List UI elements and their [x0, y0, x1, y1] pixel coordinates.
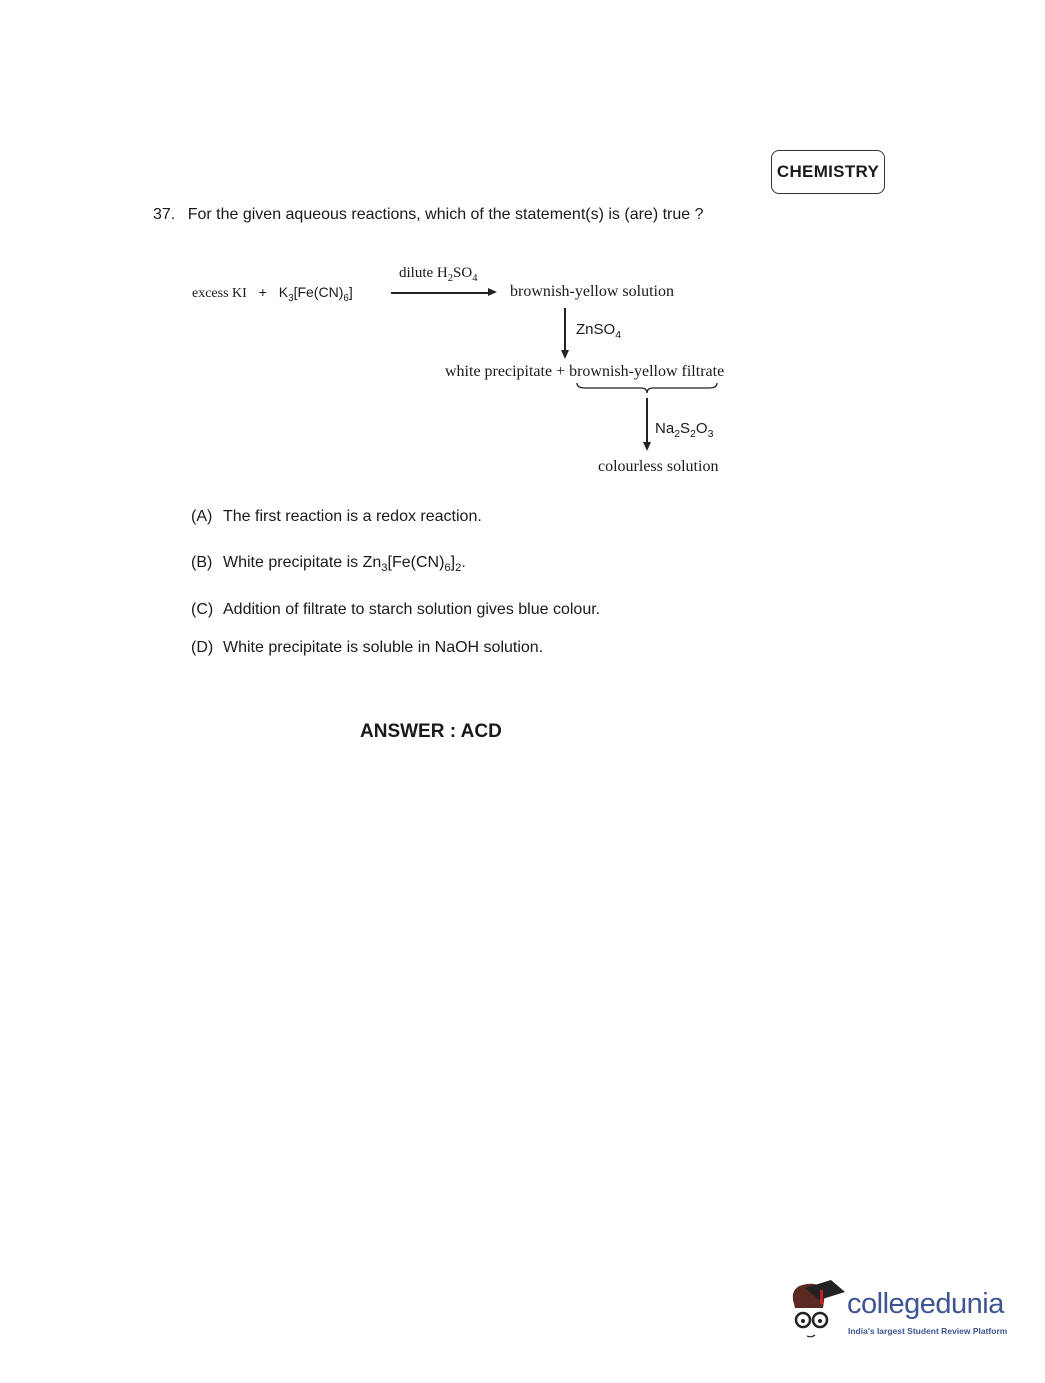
option-label: (B): [191, 554, 213, 571]
option-text: White precipitate is soluble in NaOH sol…: [223, 639, 544, 656]
option-label: (C): [191, 601, 214, 618]
reagent-znso4: ZnSO4: [576, 321, 622, 341]
question-text: For the given aqueous reactions, which o…: [187, 206, 704, 223]
reaction-arrow-right: [391, 292, 491, 294]
option-label: (A): [191, 508, 213, 525]
product-brownish-yellow-solution: brownish-yellow solution: [510, 283, 674, 300]
option-c: (C) Addition of filtrate to starch soluti…: [191, 601, 600, 619]
option-label: (D): [191, 639, 214, 656]
reaction-arrow-down: [646, 398, 648, 444]
products-2: white precipitate + brownish-yellow filt…: [445, 363, 725, 380]
option-text: White precipitate is Zn3[Fe(CN)6]2.: [223, 554, 466, 575]
question-number: 37.: [153, 206, 176, 223]
reaction-arrow-down: [564, 308, 566, 352]
arrow-head-icon: [643, 442, 651, 451]
option-a: (A) The first reaction is a redox reactio…: [191, 508, 482, 526]
subject-badge: CHEMISTRY: [771, 150, 885, 194]
brace-icon: [576, 382, 718, 394]
reactants: excess KI + K3[Fe(CN)6]: [192, 284, 353, 304]
reagent-na2s2o3: Na2S2O3: [655, 420, 714, 440]
reactant-ferricyanide: K3[Fe(CN)6]: [278, 284, 353, 304]
reagent-dilute-h2so4: dilute H2SO4: [399, 265, 478, 284]
option-b: (B) White precipitate is Zn3[Fe(CN)6]2.: [191, 554, 466, 574]
question: 37. For the given aqueous reactions, whi…: [153, 206, 704, 224]
answer: ANSWER : ACD: [360, 721, 502, 742]
plus-sign: +: [258, 284, 267, 300]
product-colourless-solution: colourless solution: [598, 458, 719, 475]
mascot-icon: [792, 1280, 845, 1338]
arrow-head-icon: [488, 288, 497, 296]
option-d: (D) White precipitate is soluble in NaOH …: [191, 639, 543, 657]
logo-tagline: India's largest Student Review Platform: [848, 1326, 1008, 1336]
brownish-yellow-filtrate: brownish-yellow filtrate: [569, 363, 725, 380]
option-text: Addition of filtrate to starch solution …: [223, 601, 601, 618]
white-precipitate: white precipitate: [445, 363, 553, 380]
logo-name: collegedunia: [847, 1288, 1004, 1320]
arrow-head-icon: [561, 350, 569, 359]
reactant-excess-ki: excess KI: [192, 286, 247, 301]
option-text: The first reaction is a redox reaction.: [223, 508, 482, 525]
